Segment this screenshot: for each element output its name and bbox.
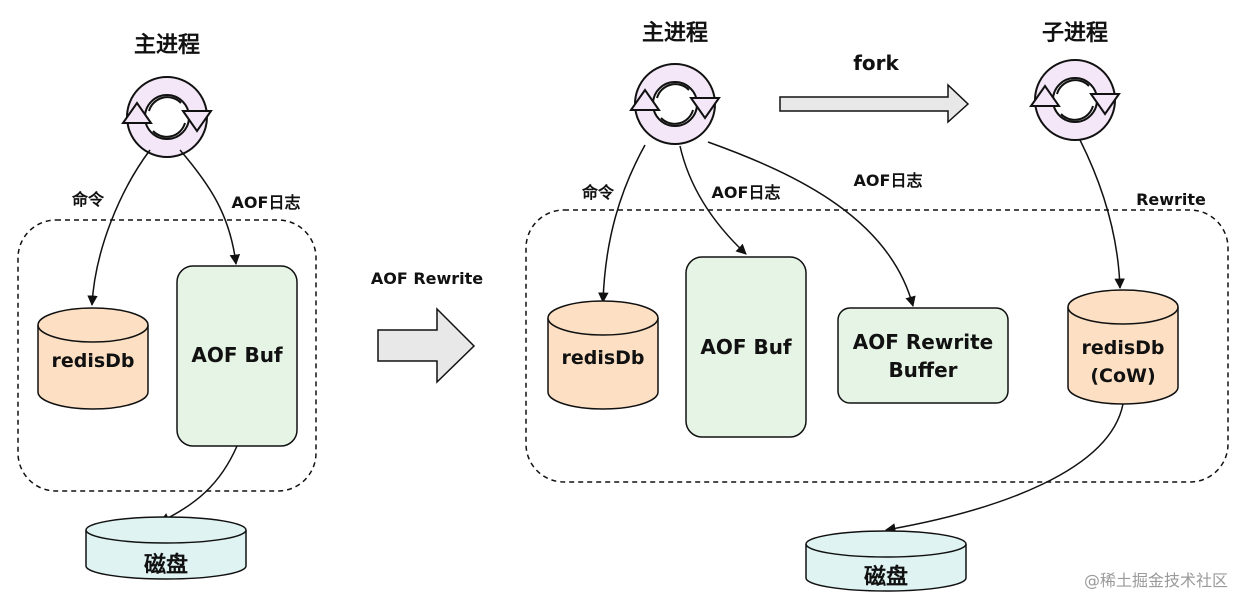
left-aof-log-label: AOF日志 xyxy=(232,193,301,212)
right-aof-log-arrow-1 xyxy=(679,145,747,255)
fork-label: fork xyxy=(853,51,899,75)
left-process-cycle-icon xyxy=(122,76,212,158)
left-process-container xyxy=(17,219,317,492)
left-cmd-arrow xyxy=(87,149,151,307)
right-redisdb-cylinder xyxy=(547,300,659,410)
right-aof-buf-label: AOF Buf xyxy=(700,335,792,359)
left-main-process-title: 主进程 xyxy=(134,33,200,58)
right-process-container xyxy=(525,209,1229,483)
right-disk-label: 磁盘 xyxy=(864,564,908,590)
left-disk-label: 磁盘 xyxy=(144,552,188,578)
right-disk-cylinder xyxy=(805,530,967,592)
child-redisdb-label-line1: redisDb xyxy=(1081,337,1164,359)
left-redisdb-label: redisDb xyxy=(51,350,134,372)
rewrite-buffer-label-line2: Buffer xyxy=(888,358,957,382)
right-main-process-title: 主进程 xyxy=(642,21,708,46)
rewrite-buffer-box xyxy=(837,307,1009,404)
rewrite-buffer-label-line1: AOF Rewrite xyxy=(853,330,993,354)
right-aof-buf-box xyxy=(685,256,807,438)
right-cmd-label: 命令 xyxy=(581,183,615,202)
fork-arrow-icon xyxy=(779,83,970,124)
left-disk-arrow xyxy=(159,445,238,523)
right-aof-log-label-2: AOF日志 xyxy=(854,171,923,190)
child-redisdb-cylinder xyxy=(1067,289,1179,405)
right-rewrite-label: Rewrite xyxy=(1136,190,1206,209)
right-aof-log-label-1: AOF日志 xyxy=(712,183,781,202)
child-disk-arrow xyxy=(884,403,1124,534)
left-disk-cylinder xyxy=(85,516,247,580)
right-cmd-arrow xyxy=(598,144,646,304)
middle-section: AOF Rewrite xyxy=(371,269,483,384)
left-section: 主进程 命令 AOF日志 redisDb AOF Buf 磁盘 xyxy=(17,33,317,580)
watermark-text: @稀土掘金技术社区 xyxy=(1084,571,1228,590)
right-aof-log-arrow-2 xyxy=(707,141,916,308)
aof-rewrite-transition-label: AOF Rewrite xyxy=(371,269,483,288)
right-child-process-title: 子进程 xyxy=(1042,21,1108,46)
right-section: 主进程 子进程 fork 命令 AOF日志 AOF日志 Rewrite redi… xyxy=(525,21,1229,592)
right-main-process-cycle-icon xyxy=(630,63,720,145)
child-redisdb-label-line2: (CoW) xyxy=(1090,365,1155,387)
left-aof-buf-label: AOF Buf xyxy=(191,343,283,367)
left-aof-log-arrow xyxy=(179,149,241,266)
transition-arrow-icon xyxy=(377,307,476,384)
right-rewrite-arrow xyxy=(1079,139,1125,290)
left-cmd-label: 命令 xyxy=(71,190,105,209)
right-child-process-cycle-icon xyxy=(1030,59,1120,141)
right-redisdb-label: redisDb xyxy=(561,347,644,369)
left-redisdb-cylinder xyxy=(37,307,149,410)
